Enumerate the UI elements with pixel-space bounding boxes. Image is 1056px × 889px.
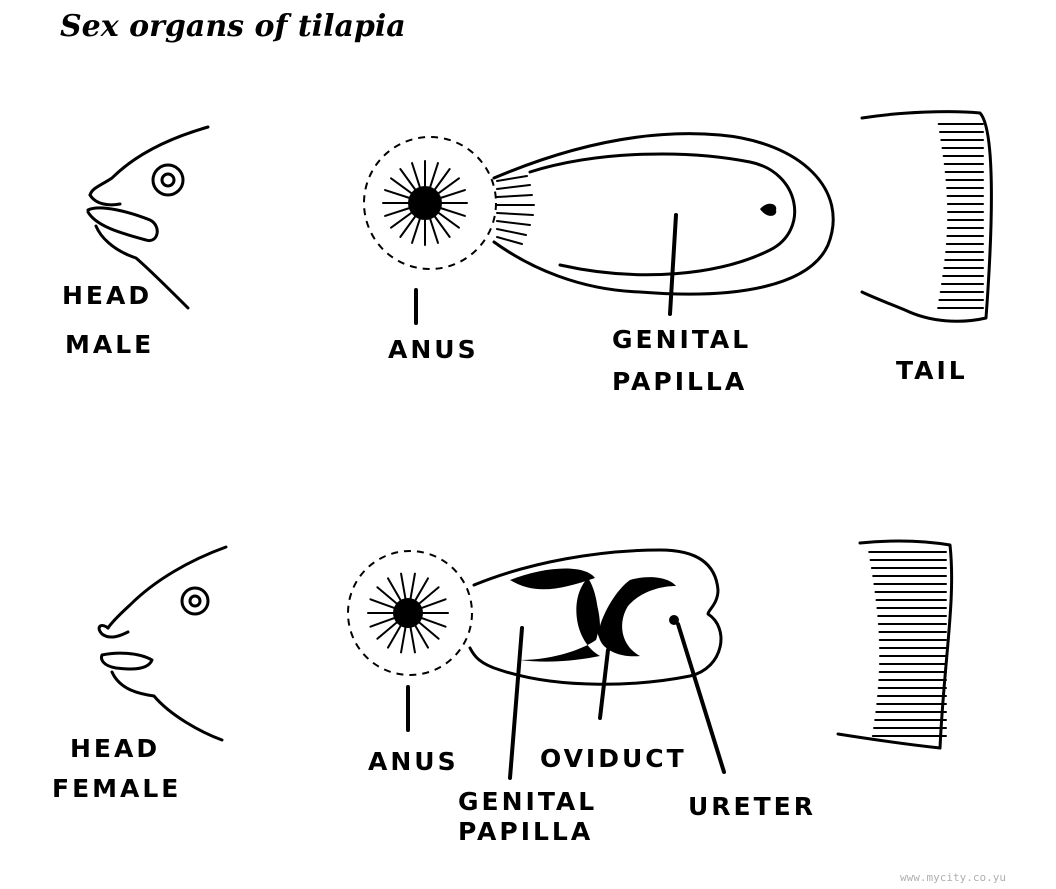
female-genital-label-1: GENITAL — [458, 787, 597, 816]
male-tail-drawing — [860, 110, 993, 323]
male-anus-drawing — [363, 136, 497, 270]
female-head-drawing — [97, 545, 228, 742]
female-sex-label: FEMALE — [52, 774, 181, 803]
female-body-drawing — [468, 548, 723, 686]
female-anus-label: ANUS — [368, 747, 459, 776]
male-head-drawing — [86, 125, 210, 310]
male-genital-label-2: PAPILLA — [612, 367, 747, 396]
female-oviduct-pointer — [598, 648, 610, 720]
female-papilla-pointer — [508, 626, 524, 780]
diagram-title: Sex organs of tilapia — [60, 9, 406, 44]
female-genital-label-2: PAPILLA — [458, 817, 593, 846]
male-papilla-pointer — [668, 213, 678, 316]
watermark: www.mycity.co.yu — [900, 871, 1006, 884]
female-head-label: HEAD — [70, 734, 160, 763]
female-oviduct-label: OVIDUCT — [540, 744, 687, 773]
male-genital-label-1: GENITAL — [612, 325, 751, 354]
female-anus-drawing — [347, 550, 473, 676]
male-anus-label: ANUS — [388, 335, 479, 364]
female-ureter-label: URETER — [688, 792, 816, 821]
male-sex-label: MALE — [65, 330, 154, 359]
female-tail-drawing — [836, 539, 954, 750]
male-body-drawing — [492, 132, 835, 296]
female-ureter-pointer — [676, 622, 726, 774]
male-head-label: HEAD — [62, 281, 152, 310]
male-tail-label: TAIL — [896, 356, 968, 385]
